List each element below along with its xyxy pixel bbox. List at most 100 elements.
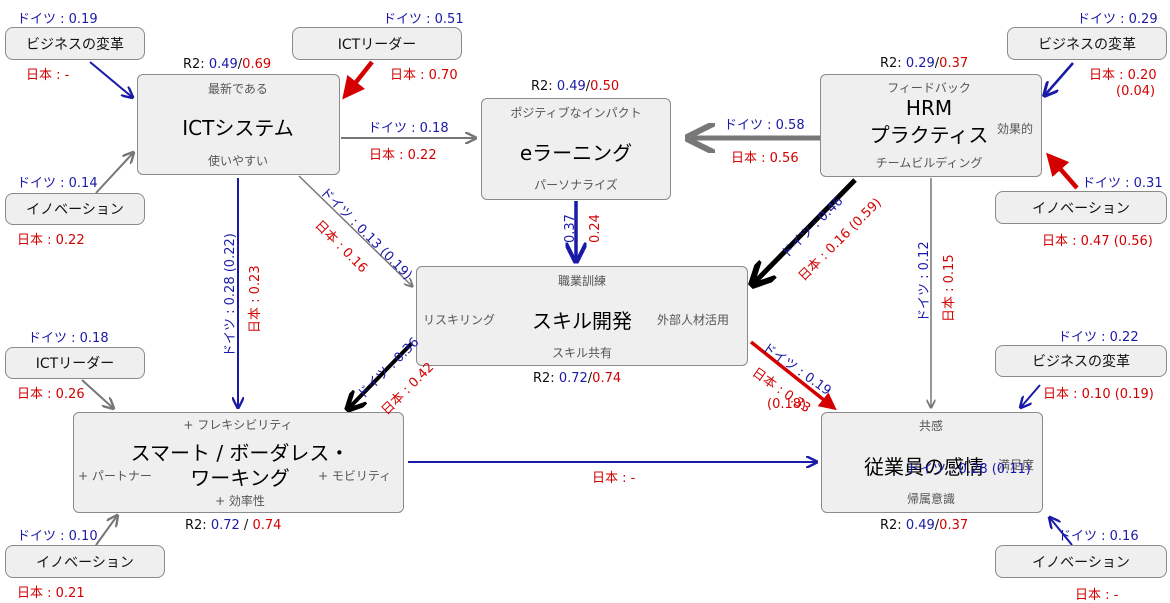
coef-germany: ドイツ : 0.16 [1058, 529, 1139, 544]
input-label: イノベーション [1032, 554, 1130, 571]
input-box-ict-leader-1: ICTリーダー [292, 27, 462, 60]
input-box-biz-transformation-1: ビジネスの変革 [5, 27, 145, 60]
coef-germany: ドイツ : 0.31 [1082, 176, 1163, 191]
coef-japan: 日本 : 0.70 [390, 68, 458, 83]
node-attr-top: フィードバック [887, 81, 971, 95]
input-label: ビジネスの変革 [26, 36, 124, 53]
coef-germany: ドイツ : 0.10 [17, 529, 98, 544]
arrow-ictl2-smart [81, 379, 113, 408]
r2-readout: R2: 0.49/0.50 [531, 79, 620, 94]
node-attr-bottom: チームビルディング [875, 156, 983, 170]
edge-label-germany: ドイツ : 0.28 (0.22) [223, 233, 238, 357]
node-attr-left: + パートナー [78, 469, 152, 483]
input-box-ict-leader-2: ICTリーダー [5, 347, 145, 379]
arrow-inno1-ict [95, 153, 133, 194]
coef-germany: ドイツ : 0.18 [28, 331, 109, 346]
node-attr-top: ポジティブなインパクト [510, 106, 642, 120]
coef-japan-alt: (0.04) [1116, 84, 1156, 99]
arrow-inno3-hrm [1046, 152, 1079, 190]
edge-label-germany: ドイツ : 0.58 [724, 118, 805, 133]
coef-japan: 日本 : 0.10 (0.19) [1043, 387, 1154, 402]
input-box-innovation-1: イノベーション [5, 193, 145, 225]
node-attr-top: 共感 [918, 419, 944, 433]
input-label: ビジネスの変革 [1038, 36, 1136, 53]
node-ict-system [137, 74, 340, 175]
input-label: イノベーション [26, 202, 124, 218]
edge-label-germany: ドイツ : 0.28 (0.11) [907, 462, 1031, 477]
edge-label-germany: ドイツ : 0.18 [368, 121, 449, 136]
input-box-innovation-4: イノベーション [995, 545, 1167, 578]
node-attr-left: リスキリング [423, 313, 496, 327]
node-title: HRM [905, 96, 953, 120]
node-attr-right: 効果的 [997, 122, 1034, 136]
input-label: ビジネスの変革 [1032, 354, 1130, 370]
arrow-biz3-emp [1021, 384, 1041, 407]
node-employee-emotions [821, 412, 1043, 513]
input-box-biz-transformation-2: ビジネスの変革 [1007, 27, 1167, 60]
input-label: ICTリーダー [337, 36, 417, 53]
node-attr-right: + モビリティ [318, 469, 392, 483]
arrow-biz1-ict [89, 61, 132, 97]
coef-germany: ドイツ : 0.51 [383, 12, 464, 27]
edge-label-japan: 日本 : 0.56 [731, 151, 799, 166]
coef-japan: 日本 : 0.21 [17, 586, 85, 601]
coef-japan: 日本 : - [1075, 588, 1119, 603]
arrow-biz2-hrm [1045, 62, 1074, 95]
coef-germany: ドイツ : 0.19 [17, 12, 98, 27]
node-title-line2: プラクティス [869, 123, 989, 147]
edge-label-japan: 日本 : 0.15 [942, 254, 957, 322]
arrow-ictl1-ict [342, 60, 374, 100]
node-attr-bottom: 帰属意識 [906, 492, 956, 506]
node-attr-right: 外部人材活用 [657, 313, 730, 327]
node-hrm-practices [820, 74, 1042, 177]
arrow-hrm-skill [754, 178, 857, 283]
edge-label-germany: 0.37 [563, 214, 578, 243]
input-box-biz-transformation-3: ビジネスの変革 [995, 345, 1167, 377]
r2-readout: R2: 0.72/0.74 [533, 371, 622, 386]
arrow-skill-emp [749, 340, 837, 411]
node-title: スマート / ボーダレス・ [130, 441, 350, 465]
coef-japan: 日本 : 0.20 [1089, 68, 1157, 83]
coef-germany: ドイツ : 0.14 [17, 176, 98, 191]
coef-germany: ドイツ : 0.29 [1077, 12, 1158, 27]
node-title: eラーニング [519, 141, 633, 165]
node-smart-working [73, 412, 404, 513]
coef-japan: 日本 : 0.26 [17, 387, 85, 402]
node-attr-bottom: 使いやすい [207, 154, 269, 168]
edge-label-japan: 0.24 [588, 214, 603, 243]
input-box-innovation-2: イノベーション [5, 545, 165, 578]
node-attr-bottom: + 効率性 [215, 494, 265, 508]
node-title: 従業員の感情 [864, 455, 984, 479]
edge-label-japan: 日本 : 0.22 [369, 148, 437, 163]
node-attr-bottom: パーソナライズ [534, 178, 618, 192]
r2-readout: R2: 0.72 / 0.74 [185, 518, 282, 533]
input-label: イノベーション [1032, 200, 1130, 217]
input-box-innovation-3: イノベーション [995, 191, 1167, 224]
input-label: ICTリーダー [35, 356, 115, 372]
node-attr-top: 職業訓練 [557, 274, 607, 288]
edge-label-japan-alt: (0.18) [767, 397, 807, 412]
arrow-ict-skill [298, 175, 412, 286]
node-attr-bottom: スキル共有 [551, 346, 613, 360]
node-attr-top: 最新である [208, 82, 268, 96]
edge-label-germany: ドイツ : 0.12 [917, 241, 932, 322]
coef-japan: 日本 : 0.47 (0.56) [1042, 234, 1153, 249]
coef-japan: 日本 : 0.22 [17, 233, 85, 248]
edge-label-japan: 日本 : - [592, 471, 636, 486]
input-label: イノベーション [36, 554, 134, 571]
coef-germany: ドイツ : 0.22 [1058, 330, 1139, 345]
node-attr-right: 満足度 [998, 458, 1035, 472]
node-title-line2: ワーキング [190, 466, 290, 490]
arrow-inno2-smart [95, 516, 117, 546]
node-elearning [481, 98, 671, 200]
r2-readout: R2: 0.29/0.37 [880, 56, 969, 71]
node-attr-top: + フレキシビリティ [183, 418, 293, 432]
r2-readout: R2: 0.49/0.37 [880, 518, 969, 533]
coef-japan: 日本 : - [26, 68, 70, 83]
node-title: スキル開発 [532, 309, 632, 333]
r2-readout: R2: 0.49/0.69 [183, 57, 272, 72]
arrow-inno4-emp [1050, 518, 1073, 546]
node-title: ICTシステム [182, 116, 294, 140]
arrow-skill-smart [349, 341, 414, 408]
